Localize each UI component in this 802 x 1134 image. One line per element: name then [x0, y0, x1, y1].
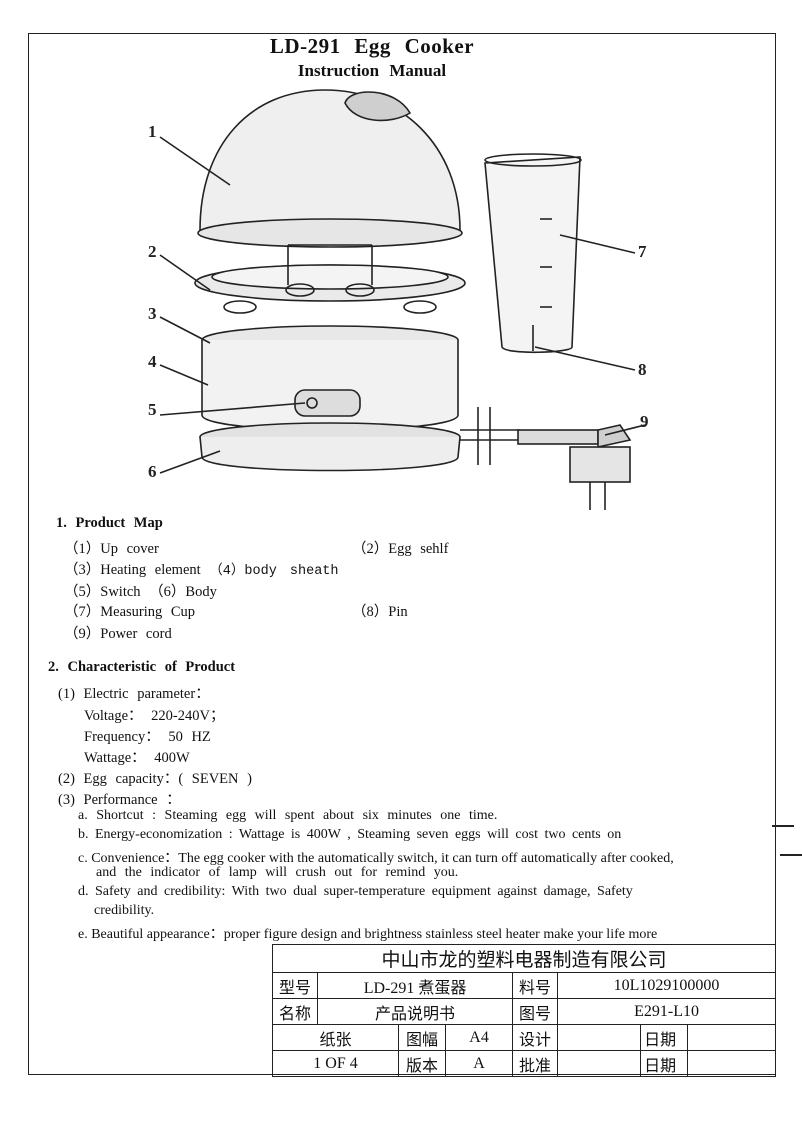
- performance-c2: and the indicator of lamp will crush out…: [96, 865, 459, 880]
- cover-rim: [197, 218, 463, 248]
- callout-9: 9: [640, 412, 649, 431]
- section1-heading: 1. Product Map: [56, 515, 163, 531]
- map-item-8: （8）Pin: [352, 604, 408, 620]
- performance-d2: credibility.: [94, 903, 155, 918]
- company-name: 中山市龙的塑料电器制造有限公司: [272, 944, 776, 973]
- version-value: A: [445, 1050, 514, 1077]
- callout-4: 4: [148, 352, 157, 371]
- performance-c1: c. Convenience：The egg cooker with the a…: [78, 851, 674, 866]
- callout-3: 3: [148, 304, 157, 323]
- cover-knob: [344, 91, 412, 122]
- model-value: LD-291 煮蛋器: [316, 972, 514, 999]
- date-value-1: [687, 1024, 776, 1051]
- title-block: 中山市龙的塑料电器制造有限公司 型号 LD-291 煮蛋器 料号 10L1029…: [271, 944, 776, 1077]
- product-diagram: 1 2 3 4 5 6 7 8 9: [148, 89, 649, 510]
- callout-5: 5: [148, 400, 157, 419]
- callout-8: 8: [638, 360, 647, 379]
- map-item-7: （7）Measuring Cup: [64, 604, 196, 620]
- measuring-cup: [484, 156, 581, 354]
- drawing-value: E291-L10: [557, 998, 776, 1025]
- version-label: 版本: [398, 1050, 447, 1077]
- drawing-label: 图号: [512, 998, 559, 1025]
- margin-mark: [780, 854, 802, 856]
- map-item-2: （2）Egg sehlf: [352, 541, 449, 557]
- switch: [294, 389, 361, 417]
- frequency: Frequency： 50 HZ: [84, 729, 211, 745]
- approve-value: [557, 1050, 642, 1077]
- egg-capacity: (2) Egg capacity：( SEVEN ): [58, 771, 252, 787]
- design-value: [557, 1024, 642, 1051]
- date-label-2: 日期: [640, 1050, 689, 1077]
- document-title: LD-291 Egg Cooker Instruction Manual: [0, 34, 744, 81]
- map-item-4: （4）body sheath: [209, 564, 339, 579]
- callout-2: 2: [148, 242, 157, 261]
- sheet-count: 1 OF 4: [271, 1050, 400, 1077]
- subtitle-text: Instruction Manual: [297, 61, 447, 80]
- part-value: 10L1029100000: [557, 972, 776, 999]
- approve-label: 批准: [512, 1050, 559, 1077]
- map-item-3-4: （3）Heating element （4）body sheath: [64, 558, 339, 579]
- paper-label: 纸张: [271, 1024, 400, 1051]
- callout-6: 6: [148, 462, 157, 481]
- callout-1: 1: [148, 122, 157, 141]
- map-item-3-4-text: （3）Heating element: [64, 562, 210, 578]
- performance-a: a. Shortcut : Steaming egg will spent ab…: [78, 808, 498, 823]
- performance-d1: d. Safety and credibility: With two dual…: [78, 884, 633, 899]
- name-value: 产品说明书: [316, 998, 514, 1025]
- date-label-1: 日期: [640, 1024, 689, 1051]
- voltage: Voltage： 220-240V；: [84, 708, 225, 724]
- map-item-5-6: （5）Switch （6）Body: [64, 584, 217, 600]
- section2-heading: 2. Characteristic of Product: [48, 659, 236, 675]
- electric-parameter: (1) Electric parameter：: [58, 686, 210, 702]
- name-label: 名称: [272, 998, 318, 1025]
- cover-dome: [199, 89, 461, 231]
- part-label: 料号: [512, 972, 559, 999]
- map-item-1: （1）Up cover: [64, 541, 159, 557]
- performance: (3) Performance ：: [58, 792, 181, 808]
- map-item-9: （9）Power cord: [64, 626, 172, 642]
- model-label: 型号: [272, 972, 318, 999]
- performance-b: b. Energy-economization : Wattage is 400…: [78, 827, 622, 842]
- date-value-2: [687, 1050, 776, 1077]
- format-label: 图幅: [398, 1024, 447, 1051]
- plug: [517, 429, 599, 445]
- format-value: A4: [445, 1024, 514, 1051]
- wattage: Wattage： 400W: [84, 750, 190, 766]
- callout-7: 7: [638, 242, 647, 261]
- performance-e: e. Beautiful appearance：proper figure de…: [78, 927, 658, 942]
- design-label: 设计: [512, 1024, 559, 1051]
- margin-mark: [772, 825, 794, 827]
- title-text: LD-291 Egg Cooker: [269, 34, 475, 58]
